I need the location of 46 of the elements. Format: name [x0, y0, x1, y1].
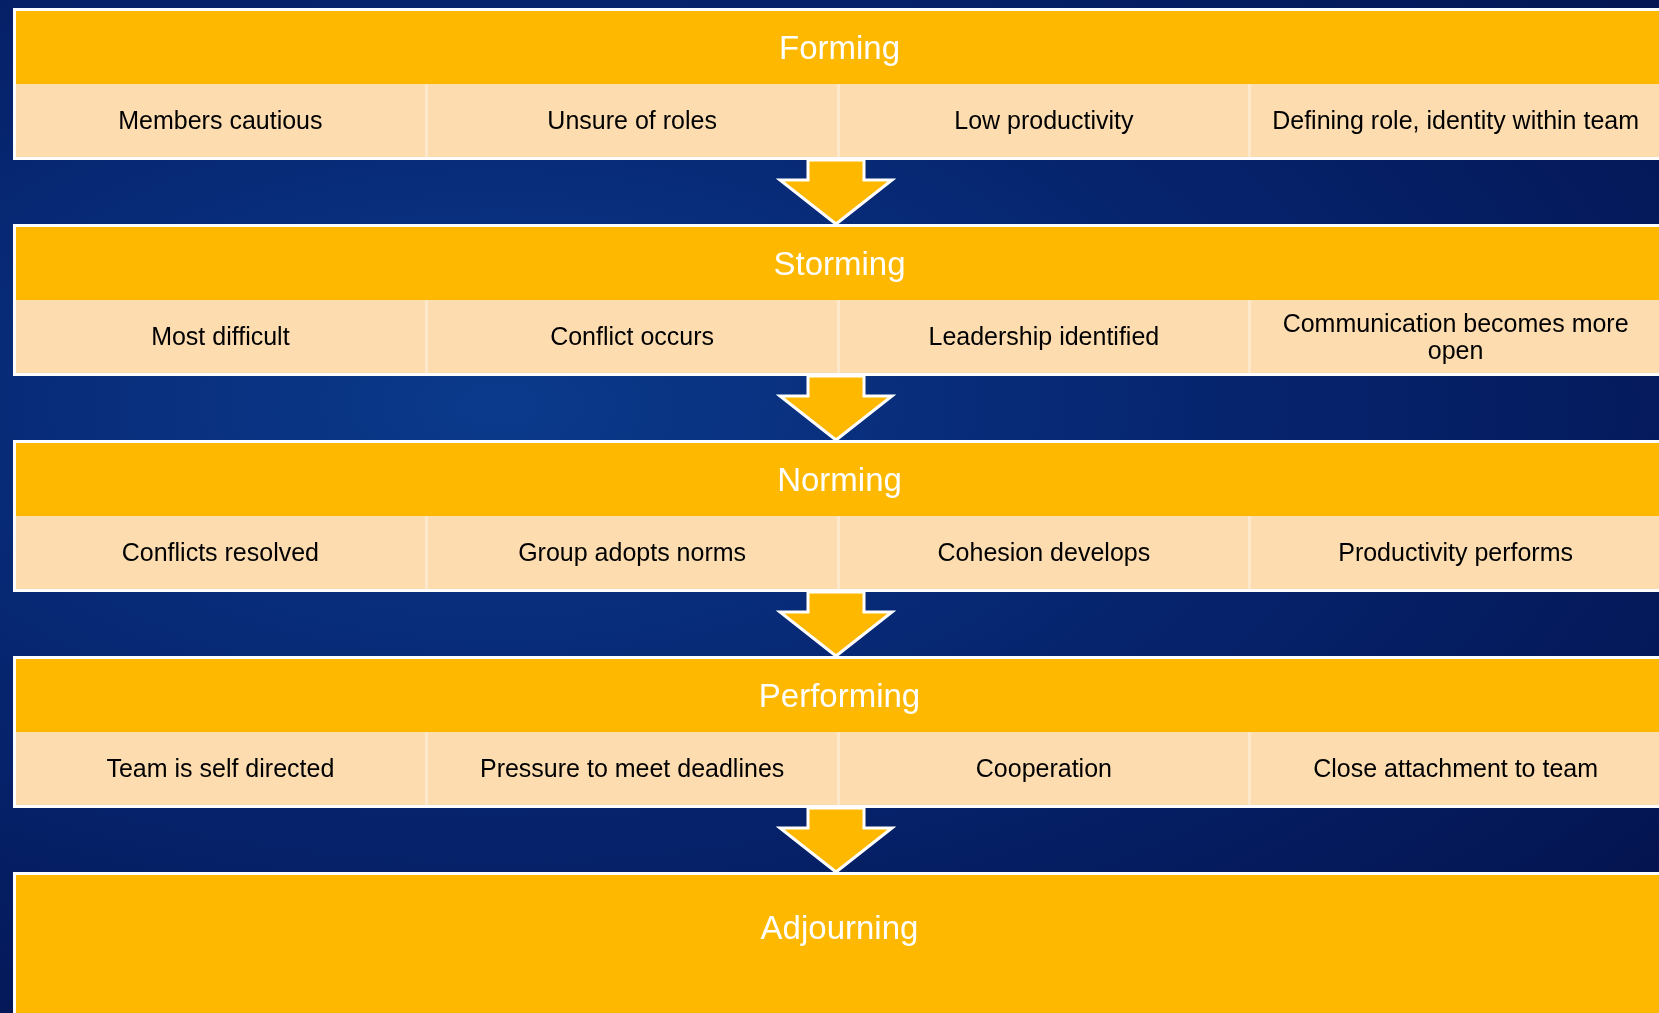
down-arrow [775, 806, 897, 874]
stage-band [13, 872, 1659, 1013]
trait-text: Group adopts norms [518, 539, 747, 566]
stage-band [13, 224, 1659, 376]
trait-cell [1251, 732, 1659, 805]
trait-cell [839, 516, 1252, 589]
trait-cell [427, 732, 840, 805]
stage-band [13, 440, 1659, 592]
trait-text: Members cautious [118, 107, 323, 134]
down-arrow [775, 590, 897, 658]
trait-cell [427, 300, 840, 373]
trait-text: Cooperation [975, 755, 1112, 782]
trait-text: Close attachment to team [1313, 755, 1599, 782]
trait-text: Most difficult [151, 323, 290, 350]
trait-cell [427, 84, 840, 157]
trait-text: Cohesion develops [937, 539, 1151, 566]
trait-cell [1251, 516, 1659, 589]
trait-cell [16, 732, 428, 805]
stage-band [13, 8, 1659, 160]
trait-text: Leadership identified [928, 323, 1160, 350]
stage-title: Performing [758, 675, 921, 716]
trait-text: Defining role, identity within team [1272, 107, 1640, 134]
trait-cell [427, 516, 840, 589]
trait-cell [1251, 84, 1659, 157]
trait-text: Pressure to meet deadlines [479, 755, 785, 782]
stage-title: Storming [773, 243, 906, 284]
trait-text: Low productivity [954, 107, 1134, 134]
trait-text: Unsure of roles [547, 107, 717, 134]
trait-cell [839, 732, 1252, 805]
stage-title: Adjourning [760, 907, 919, 948]
down-arrow [775, 158, 897, 226]
trait-text: Team is self directed [106, 755, 335, 782]
trait-text: Communication becomes more open [1281, 309, 1630, 364]
trait-cell [16, 84, 428, 157]
trait-cell [16, 516, 428, 589]
trait-cell [16, 300, 428, 373]
trait-text: Conflicts resolved [121, 539, 320, 566]
stage-title: Norming [777, 459, 902, 500]
trait-text: Productivity performs [1338, 539, 1573, 566]
trait-text: Conflict occurs [550, 323, 715, 350]
trait-cell [839, 300, 1252, 373]
stage-band [13, 656, 1659, 808]
down-arrow [775, 374, 897, 442]
trait-cell [839, 84, 1252, 157]
trait-cell [1251, 300, 1659, 373]
stage-title: Forming [779, 27, 900, 68]
